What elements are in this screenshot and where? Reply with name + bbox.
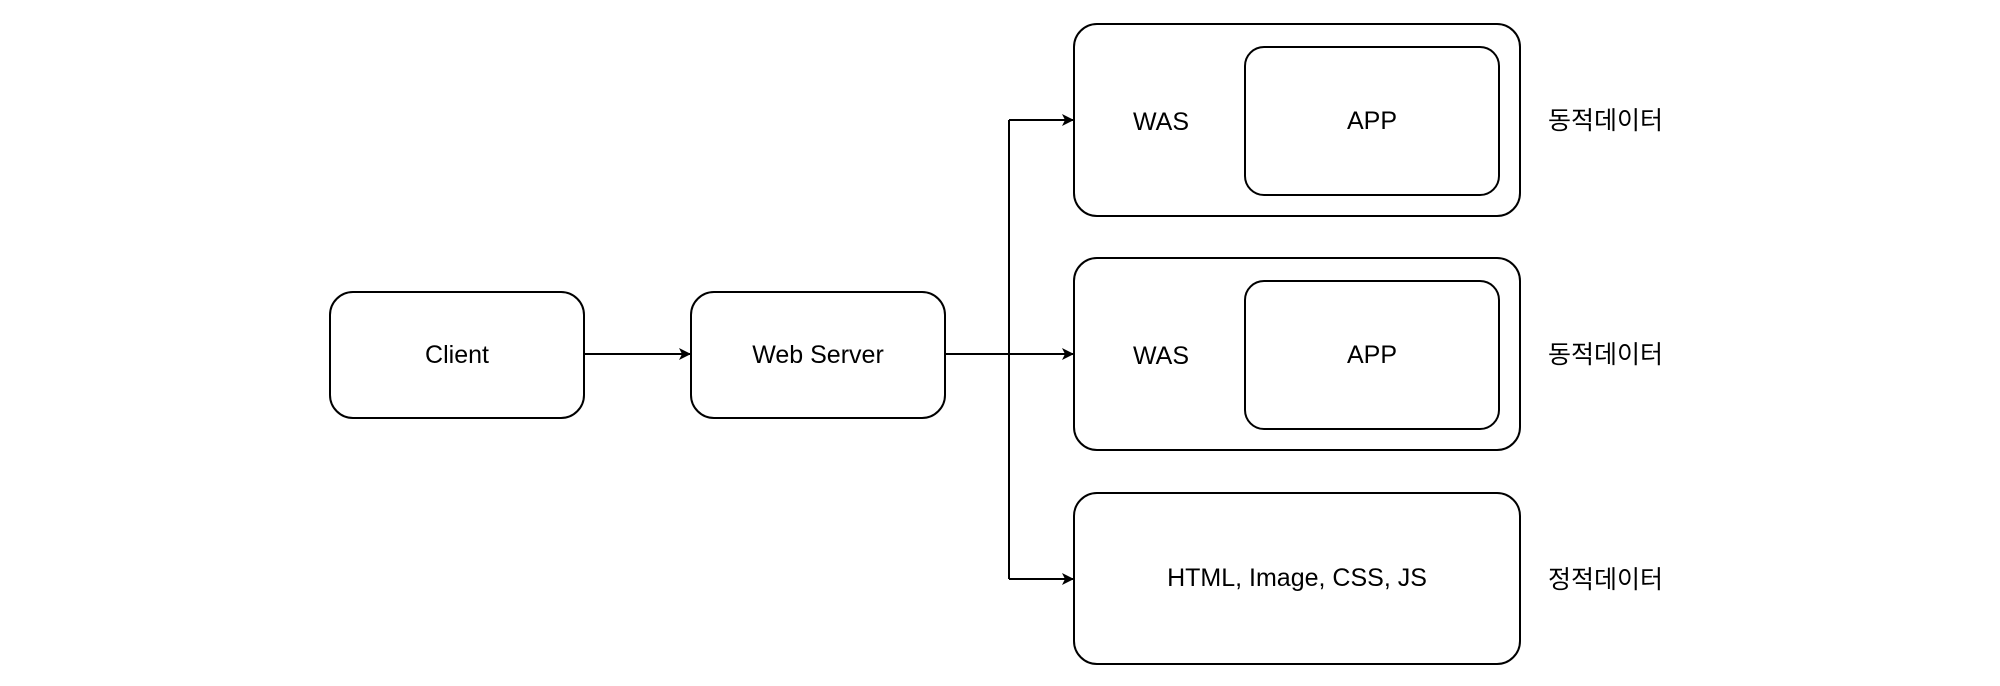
app-node-2: APP (1244, 280, 1500, 430)
static-content-label: HTML, Image, CSS, JS (1167, 564, 1427, 592)
was-1-label: WAS (1133, 108, 1190, 136)
was-2-label: WAS (1133, 342, 1190, 370)
web-server-node: Web Server (690, 291, 946, 419)
app-1-label: APP (1346, 106, 1398, 135)
client-label: Client (425, 340, 489, 369)
app-node-1: APP (1244, 46, 1500, 196)
static-note: 정적데이터 (1548, 565, 1664, 594)
was-node-1: WAS APP (1073, 23, 1521, 217)
web-server-label: Web Server (752, 340, 884, 369)
client-node: Client (329, 291, 585, 419)
app-2-label: APP (1346, 340, 1398, 369)
was-2-note: 동적데이터 (1548, 340, 1664, 369)
was-1-note: 동적데이터 (1548, 106, 1664, 135)
static-content-node: HTML, Image, CSS, JS (1073, 492, 1521, 665)
was-node-2: WAS APP (1073, 257, 1521, 451)
